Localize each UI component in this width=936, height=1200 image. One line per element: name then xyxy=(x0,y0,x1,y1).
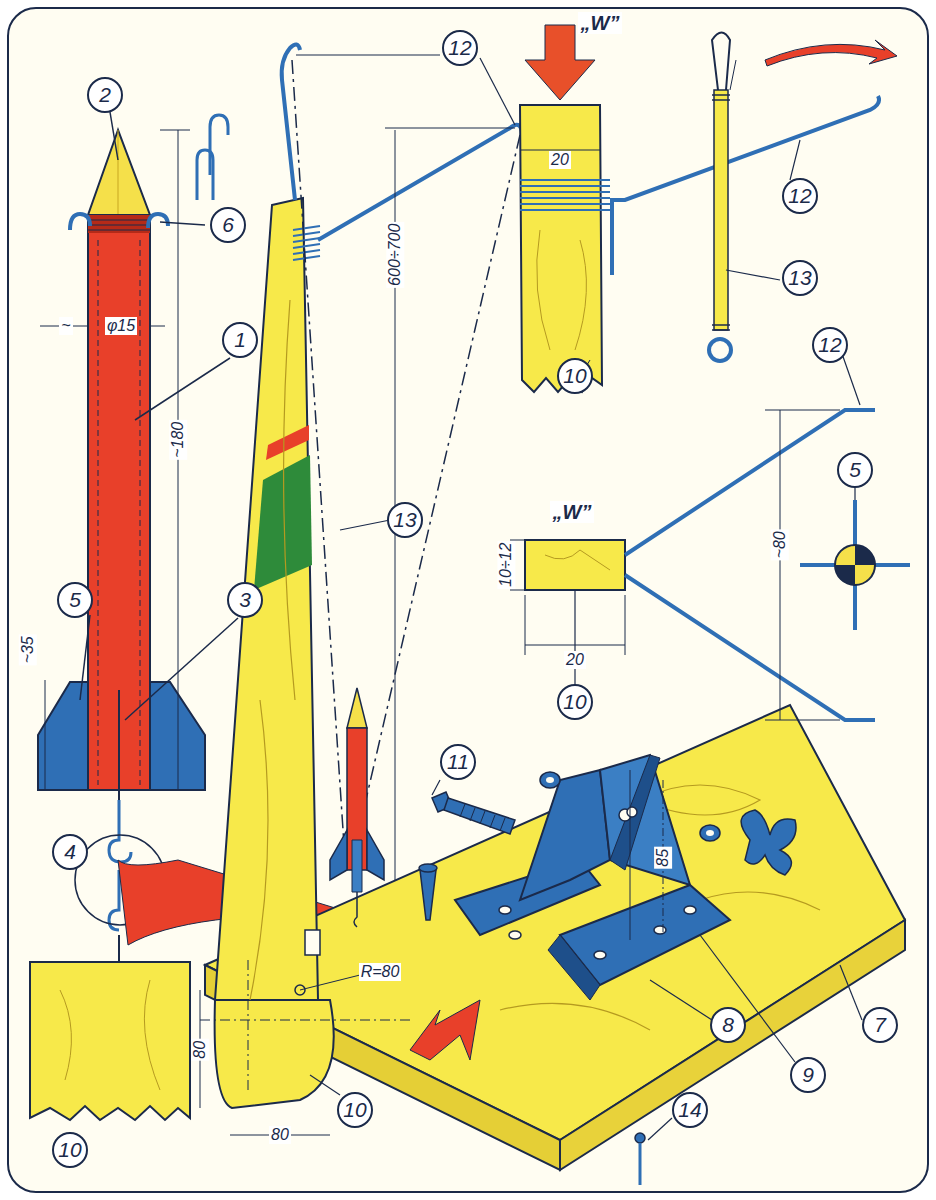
callout-number: 4 xyxy=(52,834,88,870)
dimension-label: 85 xyxy=(654,847,672,869)
callout-number: 13 xyxy=(387,502,423,538)
callout-number: 3 xyxy=(227,582,263,618)
callout-number: 13 xyxy=(782,260,818,296)
dimension-label: 600÷700 xyxy=(386,222,404,288)
callout-number: 5 xyxy=(57,582,93,618)
dimension-label: ~35 xyxy=(19,634,37,665)
callout-number: 10 xyxy=(557,684,593,720)
callout-number: 10 xyxy=(337,1092,373,1128)
callout-number: 1 xyxy=(222,322,258,358)
dimension-label: ~180 xyxy=(169,420,187,460)
callout-number: 10 xyxy=(557,358,593,394)
dimension-label: 20 xyxy=(549,151,571,169)
dimension-label: 80 xyxy=(191,1039,209,1061)
callout-number: 5 xyxy=(837,452,873,488)
dimension-label: 80 xyxy=(269,1126,291,1144)
callout-number: 8 xyxy=(710,1007,746,1043)
dimension-label: 10÷12 xyxy=(497,541,515,589)
callout-number: 7 xyxy=(862,1007,898,1043)
callout-number: 10 xyxy=(52,1132,88,1168)
dimension-label: ~80 xyxy=(771,529,789,560)
callout-number: 11 xyxy=(440,744,476,780)
callout-number: 12 xyxy=(442,30,478,66)
callout-number: 12 xyxy=(782,178,818,214)
dimension-label: R=80 xyxy=(359,963,402,981)
callout-number: 2 xyxy=(87,77,123,113)
dimension-label: 20 xyxy=(564,651,586,669)
callout-number: 12 xyxy=(812,327,848,363)
callout-number: 6 xyxy=(210,207,246,243)
dimension-label: φ15 xyxy=(105,317,137,335)
callout-number: 9 xyxy=(790,1057,826,1093)
view-label: „W” xyxy=(578,12,623,34)
dimension-label: ~ xyxy=(59,317,72,335)
view-label: „W” xyxy=(550,501,595,523)
callout-number: 14 xyxy=(672,1092,708,1128)
